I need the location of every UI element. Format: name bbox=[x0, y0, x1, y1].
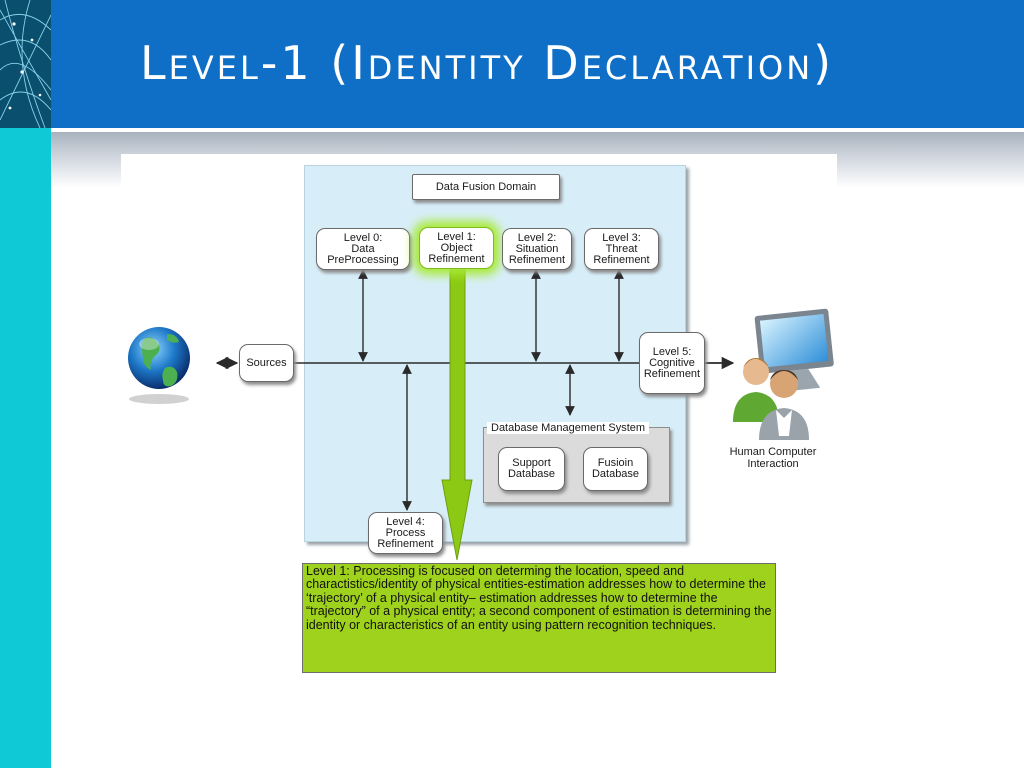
slide-title: Level-1 (Identity Declaration) bbox=[140, 36, 835, 90]
users-computer-icon bbox=[733, 308, 834, 440]
level3-box: Level 3: Threat Refinement bbox=[584, 228, 659, 270]
left-accent-bar bbox=[0, 0, 51, 768]
sources-box: Sources bbox=[239, 344, 294, 382]
data-fusion-diagram: Data Fusion Domain Level 0: Data PreProc… bbox=[121, 154, 837, 686]
level1-highlight-arrow bbox=[441, 269, 473, 561]
level5-box: Level 5: Cognitive Refinement bbox=[639, 332, 705, 394]
dbms-label: Database Management System bbox=[487, 422, 650, 434]
level4-box: Level 4: Process Refinement bbox=[368, 512, 443, 554]
globe-icon bbox=[128, 327, 190, 404]
level1-box: Level 1: Object Refinement bbox=[419, 227, 494, 269]
data-fusion-domain-label: Data Fusion Domain bbox=[412, 174, 560, 200]
hci-label: Human Computer Interaction bbox=[729, 446, 817, 470]
level0-box: Level 0: Data PreProcessing bbox=[316, 228, 410, 270]
level1-description-note: Level 1: Processing is focused on determ… bbox=[302, 563, 776, 673]
level2-box: Level 2: Situation Refinement bbox=[502, 228, 572, 270]
connector-layer bbox=[128, 269, 834, 561]
title-bar bbox=[51, 0, 1024, 128]
support-database-box: Support Database bbox=[498, 447, 565, 491]
network-art-icon bbox=[0, 0, 51, 128]
title-divider bbox=[51, 128, 1024, 132]
fusion-database-box: Fusioin Database bbox=[583, 447, 648, 491]
